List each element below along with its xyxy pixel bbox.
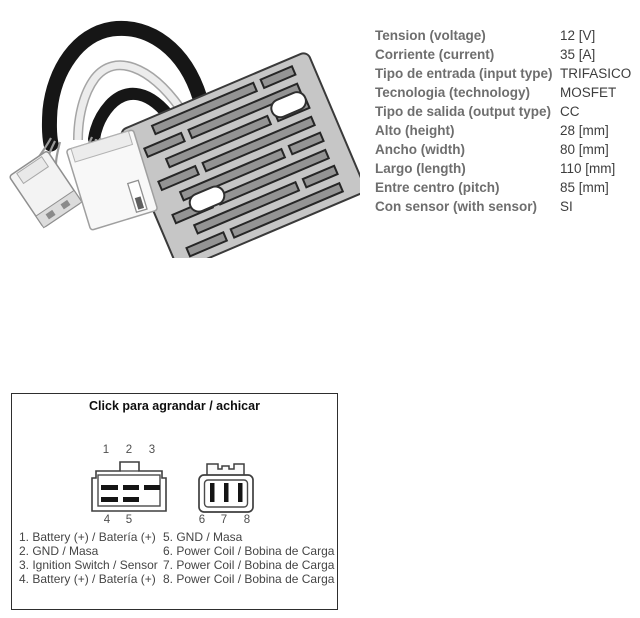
- spec-value: 35 [A]: [560, 47, 596, 62]
- pin-label-2: 2: [125, 444, 133, 456]
- wiring-diagram-box[interactable]: Click para agrandar / achicar 1 2 3 4 5: [11, 393, 338, 610]
- legend-line: 5. GND / Masa: [163, 530, 243, 544]
- spec-value: 28 [mm]: [560, 123, 609, 138]
- diagram-title: Click para agrandar / achicar: [89, 399, 260, 413]
- connector-b-diagram: [198, 463, 254, 513]
- product-photo: [0, 8, 366, 270]
- legend-line: 7. Power Coil / Bobina de Carga: [163, 558, 335, 572]
- spec-label: Tension (voltage): [375, 28, 486, 43]
- legend-line: 4. Battery (+) / Batería (+): [19, 572, 156, 586]
- spec-label: Alto (height): [375, 123, 455, 138]
- pin-label-4: 4: [103, 514, 111, 526]
- pin-legend-column-1: 1. Battery (+) / Batería (+) 2. GND / Ma…: [19, 530, 158, 586]
- pin-label-1: 1: [102, 444, 110, 456]
- legend-line: 8. Power Coil / Bobina de Carga: [163, 572, 335, 586]
- pin-label-3: 3: [148, 444, 156, 456]
- pin-legend-column-2: 5. GND / Masa 6. Power Coil / Bobina de …: [163, 530, 334, 586]
- pin-label-5: 5: [125, 514, 133, 526]
- spec-table: Tension (voltage) 12 [V] Corriente (curr…: [375, 26, 631, 216]
- spec-value: 12 [V]: [560, 28, 596, 43]
- spec-label: Tipo de salida (output type): [375, 104, 552, 119]
- spec-label: Tecnologia (technology): [375, 85, 530, 100]
- spec-value: CC: [560, 104, 580, 119]
- spec-label: Tipo de entrada (input type): [375, 66, 553, 81]
- legend-line: 2. GND / Masa: [19, 544, 99, 558]
- regulator-rectifier-graphic: [9, 20, 366, 270]
- spec-value: 110 [mm]: [560, 161, 616, 176]
- connector-a-diagram: [91, 461, 167, 512]
- legend-line: 3. Ignition Switch / Sensor: [19, 558, 158, 572]
- legend-line: 6. Power Coil / Bobina de Carga: [163, 544, 335, 558]
- spec-value: 85 [mm]: [560, 180, 609, 195]
- spec-value: MOSFET: [560, 85, 617, 100]
- spec-value: SI: [560, 199, 573, 214]
- pin-label-6: 6: [198, 514, 206, 526]
- spec-label: Con sensor (with sensor): [375, 199, 538, 214]
- spec-label: Entre centro (pitch): [375, 180, 500, 195]
- spec-value: 80 [mm]: [560, 142, 609, 157]
- pin-label-8: 8: [243, 514, 251, 526]
- spec-value: TRIFASICO: [560, 66, 632, 81]
- spec-label: Corriente (current): [375, 47, 495, 62]
- legend-line: 1. Battery (+) / Batería (+): [19, 530, 156, 544]
- spec-label: Ancho (width): [375, 142, 465, 157]
- pin-label-7: 7: [220, 514, 228, 526]
- spec-label: Largo (length): [375, 161, 466, 176]
